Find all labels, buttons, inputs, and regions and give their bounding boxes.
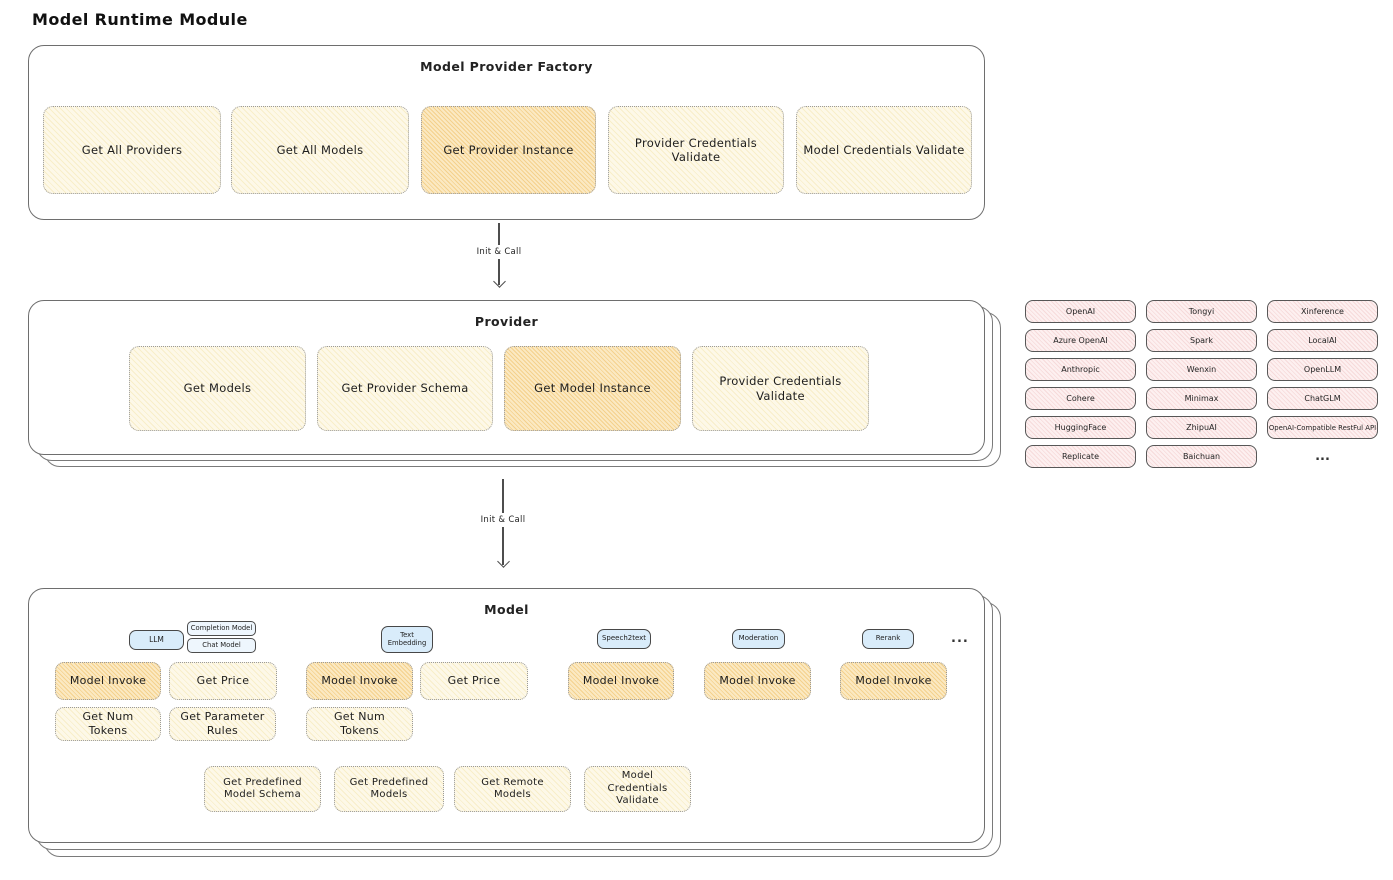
node-provider-credentials-validate-factory: Provider Credentials Validate	[608, 106, 784, 194]
provider-zhipuai: ZhipuAI	[1146, 416, 1257, 439]
node-get-all-models: Get All Models	[231, 106, 409, 194]
factory-panel: Model Provider Factory Get All Providers…	[28, 45, 985, 220]
node-get-predefined-models: Get Predefined Models	[334, 766, 444, 812]
arrow-label-init-call-top: Init & Call	[476, 247, 522, 257]
providers-grid: OpenAI Tongyi Xinference Azure OpenAI Sp…	[1025, 300, 1378, 468]
node-get-provider-instance: Get Provider Instance	[421, 106, 596, 194]
tab-chat-model: Chat Model	[187, 638, 256, 653]
tab-text-embedding: Text Embedding	[381, 626, 433, 653]
provider-cohere: Cohere	[1025, 387, 1136, 410]
model-panel-title: Model	[484, 602, 529, 617]
provider-spark: Spark	[1146, 329, 1257, 352]
tab-llm: LLM	[129, 630, 184, 650]
node-get-all-providers: Get All Providers	[43, 106, 221, 194]
node-get-provider-schema: Get Provider Schema	[317, 346, 493, 431]
node-get-predefined-model-schema: Get Predefined Model Schema	[204, 766, 321, 812]
arrow-label-init-call-bottom: Init & Call	[480, 515, 526, 525]
tabs-more-ellipsis: ...	[951, 631, 969, 646]
page-title: Model Runtime Module	[32, 10, 248, 29]
provider-openai: OpenAI	[1025, 300, 1136, 323]
factory-panel-title: Model Provider Factory	[420, 59, 593, 74]
node-get-remote-models: Get Remote Models	[454, 766, 571, 812]
provider-openllm: OpenLLM	[1267, 358, 1378, 381]
provider-xinference: Xinference	[1267, 300, 1378, 323]
tab-completion-model: Completion Model	[187, 621, 256, 636]
node-get-model-instance: Get Model Instance	[504, 346, 681, 431]
node-get-parameter-rules: Get Parameter Rules	[169, 707, 276, 741]
node-get-models: Get Models	[129, 346, 306, 431]
providers-more-ellipsis: ...	[1315, 449, 1330, 464]
provider-minimax: Minimax	[1146, 387, 1257, 410]
provider-replicate: Replicate	[1025, 445, 1136, 468]
node-get-price-text-embedding: Get Price	[420, 662, 528, 700]
node-model-invoke-text-embedding: Model Invoke	[306, 662, 413, 700]
arrow-factory-to-provider: Init & Call	[459, 223, 539, 297]
provider-azure-openai: Azure OpenAI	[1025, 329, 1136, 352]
model-panel: Model LLM Completion Model Chat Model Te…	[28, 588, 1001, 857]
node-get-price-llm: Get Price	[169, 662, 277, 700]
provider-tongyi: Tongyi	[1146, 300, 1257, 323]
tab-speech2text: Speech2text	[597, 629, 651, 649]
node-provider-credentials-validate-provider: Provider Credentials Validate	[692, 346, 869, 431]
tab-moderation: Moderation	[732, 629, 785, 649]
provider-chatglm: ChatGLM	[1267, 387, 1378, 410]
tab-rerank: Rerank	[862, 629, 914, 649]
provider-localai: LocalAI	[1267, 329, 1378, 352]
arrow-head-icon	[492, 275, 506, 288]
node-model-invoke-speech2text: Model Invoke	[568, 662, 674, 700]
provider-anthropic: Anthropic	[1025, 358, 1136, 381]
provider-huggingface: HuggingFace	[1025, 416, 1136, 439]
provider-baichuan: Baichuan	[1146, 445, 1257, 468]
node-get-num-tokens-llm: Get Num Tokens	[55, 707, 161, 741]
provider-panel: Provider Get Models Get Provider Schema …	[28, 300, 1001, 467]
provider-wenxin: Wenxin	[1146, 358, 1257, 381]
node-model-invoke-moderation: Model Invoke	[704, 662, 811, 700]
node-model-invoke-llm: Model Invoke	[55, 662, 161, 700]
node-model-invoke-rerank: Model Invoke	[840, 662, 947, 700]
node-model-credentials-validate-model: Model Credentials Validate	[584, 766, 691, 812]
node-get-num-tokens-text-embedding: Get Num Tokens	[306, 707, 413, 741]
provider-openai-compatible-restful-api: OpenAI-Compatible RestFul API	[1267, 416, 1378, 439]
arrow-head-icon	[496, 555, 510, 568]
node-model-credentials-validate-factory: Model Credentials Validate	[796, 106, 972, 194]
arrow-provider-to-model: Init & Call	[463, 479, 543, 583]
provider-panel-title: Provider	[474, 314, 539, 329]
